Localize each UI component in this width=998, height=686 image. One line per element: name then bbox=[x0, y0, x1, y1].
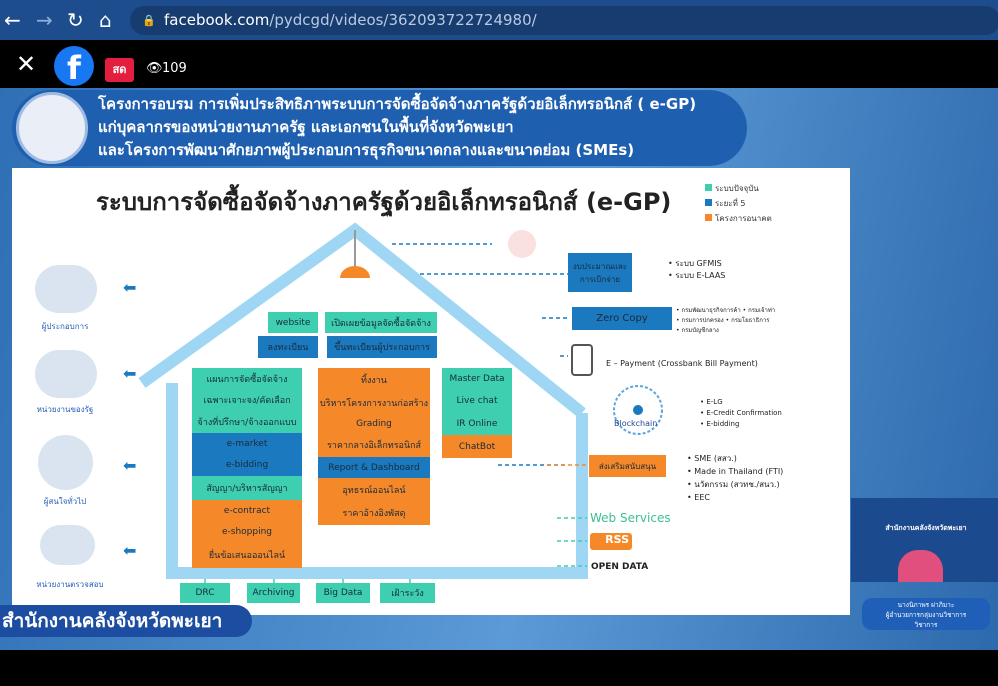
people-icon bbox=[35, 265, 97, 313]
presenter-webcam: สำนักงานคลังจังหวัดพะเยา bbox=[851, 498, 998, 582]
legend-item: ระยะที่ 5 bbox=[705, 197, 745, 210]
facebook-logo-icon[interactable]: f bbox=[54, 46, 94, 87]
contract-box: สัญญา/บริหารสัญญา bbox=[192, 476, 302, 500]
budget-items: • ระบบ GFMIS• ระบบ E-LAAS bbox=[668, 259, 726, 280]
register-box: ลงทะเบียน bbox=[258, 336, 318, 358]
disclose-box: เปิดเผยข้อมูลจัดซื้อจัดจ้าง bbox=[325, 312, 437, 333]
home-icon[interactable]: ⌂ bbox=[99, 8, 112, 32]
lock-icon: 🔒 bbox=[142, 14, 156, 27]
people-icon bbox=[38, 435, 93, 490]
blockchain-items: • E-LG• E-Credit Confirmation• E-bidding bbox=[700, 398, 782, 428]
zero-copy-box: Zero Copy bbox=[572, 307, 672, 330]
budget-box: งบประมาณและการเบิกจ่าย bbox=[568, 253, 632, 292]
title-banner: โครงการอบรม การเพิ่มประสิทธิภาพระบบการจั… bbox=[12, 90, 747, 166]
drc-box: DRC bbox=[180, 583, 230, 603]
office-sign: สำนักงานคลังจังหวัดพะเยา bbox=[885, 524, 967, 532]
big-data-box: Big Data bbox=[316, 583, 370, 603]
house-diagram bbox=[138, 222, 663, 583]
stakeholder-label: ผู้สนใจทั่วไป bbox=[43, 497, 87, 506]
arrow-left-icon: ⬅ bbox=[123, 541, 137, 560]
report-dashboard-box: Report & Dashboard bbox=[318, 457, 430, 478]
address-bar[interactable]: 🔒 facebook.com/pydcgd/videos/36209372272… bbox=[130, 6, 998, 35]
website-box: website bbox=[268, 312, 318, 333]
back-icon[interactable]: ← bbox=[4, 8, 21, 32]
presenter bbox=[898, 550, 943, 582]
legend-item: โครงการอนาคต bbox=[705, 212, 772, 225]
url-domain: facebook.com bbox=[164, 11, 270, 29]
archiving-box: Archiving bbox=[247, 583, 300, 603]
chatbot-box: ChatBot bbox=[442, 435, 512, 458]
presentation-slide bbox=[12, 168, 850, 615]
legend-item: ระบบปัจจุบัน bbox=[705, 182, 759, 195]
reload-icon[interactable]: ↻ bbox=[67, 8, 84, 32]
stakeholder-label: หน่วยงานตรวจสอบ bbox=[36, 580, 104, 589]
forward-icon[interactable]: → bbox=[36, 8, 53, 32]
slide-title: ระบบการจัดซื้อจัดจ้างภาครัฐด้วยอิเล็กทรอ… bbox=[96, 188, 672, 216]
scales-icon bbox=[40, 525, 95, 565]
viewer-count: 109 bbox=[162, 61, 187, 76]
presenter-name-card: นางนิภาพร ผ่าภิมาะผู้อำนวยการกลุ่มงานวิช… bbox=[862, 598, 990, 630]
ministry-seal-logo bbox=[16, 92, 88, 164]
open-data-logo: OPEN DATA bbox=[591, 562, 649, 572]
banner-line: และโครงการพัฒนาศักยภาพผู้ประกอบการธุรกิจ… bbox=[98, 141, 635, 159]
epayment-label: E – Payment (Crossbank Bill Payment) bbox=[606, 359, 758, 368]
url-path: /pydcgd/videos/362093722724980/ bbox=[269, 11, 537, 29]
arrow-left-icon: ⬅ bbox=[123, 456, 137, 475]
browser-toolbar: ← → ↻ ⌂ 🔒 facebook.com/pydcgd/videos/362… bbox=[0, 0, 998, 40]
close-icon[interactable]: ✕ bbox=[16, 50, 37, 78]
promote-box: ส่งเสริมสนับสนุน bbox=[589, 455, 666, 477]
vendor-register-box: ขึ้นทะเบียนผู้ประกอบการ bbox=[327, 336, 437, 358]
blockchain-label: Blockchain bbox=[614, 419, 658, 428]
banner-line: โครงการอบรม การเพิ่มประสิทธิภาพระบบการจั… bbox=[98, 95, 697, 113]
web-services-label: Web Services bbox=[590, 511, 671, 525]
mid-column-future-2: อุทธรณ์ออนไลน์ราคาอ้างอิงพัสดุ bbox=[318, 478, 430, 525]
arrow-left-icon: ⬅ bbox=[123, 278, 137, 297]
stakeholder-label: หน่วยงานของรัฐ bbox=[36, 405, 94, 414]
channel-caption: สำนักงานคลังจังหวัดพะเยา bbox=[0, 605, 252, 637]
stakeholder-label: ผู้ประกอบการ bbox=[41, 322, 89, 331]
left-column-current: แผนการจัดซื้อจัดจ้างเฉพาะเจาะจง/คัดเลือก… bbox=[192, 368, 302, 433]
banner-line: แก่บุคลากรของหน่วยงานภาครัฐ และเอกชนในพื… bbox=[98, 118, 514, 136]
video-header: ✕ f สด 👁 109 bbox=[0, 40, 998, 88]
people-icon bbox=[35, 350, 97, 398]
live-badge: สด bbox=[105, 58, 134, 82]
promote-items: • SME (สสว.)• Made in Thailand (FTI)• นว… bbox=[687, 454, 784, 502]
eye-icon: 👁 bbox=[146, 61, 163, 76]
rss-icon: RSS bbox=[590, 533, 632, 550]
arrow-left-icon: ⬅ bbox=[123, 364, 137, 383]
zero-copy-items: • กรมพัฒนาธุรกิจการค้า • กรมเจ้าท่า• กรม… bbox=[676, 307, 776, 334]
monitoring-box: เฝ้าระวัง bbox=[380, 583, 435, 603]
